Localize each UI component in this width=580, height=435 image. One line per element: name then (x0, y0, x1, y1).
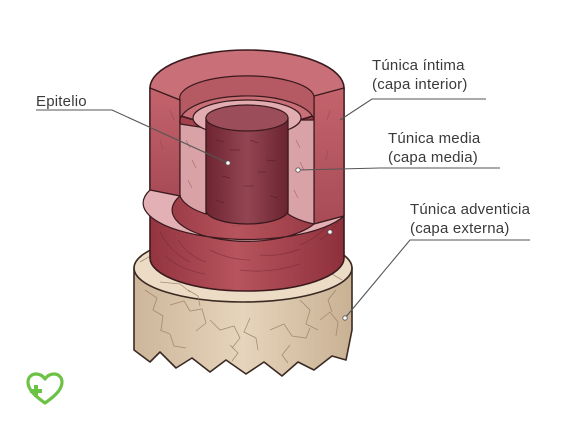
label-tunica-intima: Túnica íntima (capa interior) (372, 56, 468, 94)
label-tunica-media: Túnica media (capa media) (388, 129, 480, 167)
dot-media (295, 167, 301, 173)
label-intima-name: Túnica íntima (372, 57, 465, 74)
label-epitelio-name: Epitelio (36, 93, 87, 110)
leader-intima (339, 98, 486, 121)
label-tunica-adventicia: Túnica adventicia (capa externa) (410, 200, 530, 238)
label-adventicia-name: Túnica adventicia (410, 201, 531, 218)
cutaway-section (142, 75, 345, 242)
intima-texture (159, 109, 331, 229)
intima-bottom (142, 189, 345, 242)
epitelio-texture (215, 139, 279, 204)
leader-media (297, 167, 500, 171)
cut-face-left (149, 87, 181, 197)
leader-lines (36, 98, 530, 319)
intima-cut-left (179, 123, 207, 215)
heart-cross-logo-icon (26, 372, 64, 405)
cut-face-right (313, 87, 345, 225)
label-adventicia-sub: (capa externa) (410, 220, 510, 237)
epitelio-top (205, 104, 289, 132)
dot-adventicia (342, 315, 348, 321)
label-epitelio: Epitelio (36, 92, 87, 111)
leader-adventicia (344, 239, 530, 319)
label-media-sub: (capa media) (388, 149, 478, 166)
dot-epitelio (225, 160, 231, 166)
label-intima-sub: (capa interior) (372, 76, 468, 93)
epitelio-core (205, 117, 289, 225)
dot-intima (327, 229, 333, 235)
leader-dots (225, 160, 348, 321)
intima-cut-right (287, 119, 315, 225)
leader-epitelio (36, 109, 229, 164)
label-media-name: Túnica media (388, 130, 481, 147)
